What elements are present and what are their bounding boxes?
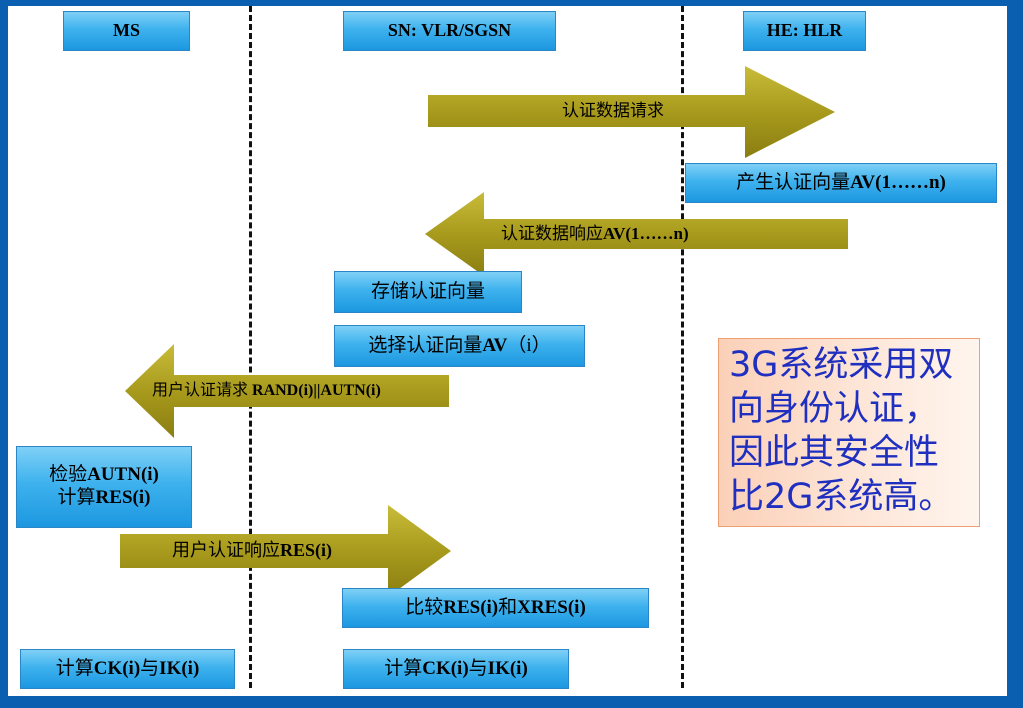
diagram-canvas: MS SN: VLR/SGSN HE: HLR 认证数据请求 认证数据响应AV(… [8,6,1007,696]
step-verify-autn-compute-res: 检验AUTN(i) 计算RES(i) [16,446,192,528]
step-ms-compute-ck-ik: 计算CK(i)与IK(i) [20,649,235,689]
lane-divider-sn-he [681,6,684,688]
step-sn-compute-ck-ik: 计算CK(i)与IK(i) [343,649,569,689]
arrow-shapes [120,66,848,597]
lane-divider-ms-sn [249,6,252,688]
step-compare-res-xres: 比较RES(i)和XRES(i) [342,588,649,628]
arrow-label-user-auth-response: 用户认证响应RES(i) [172,540,333,560]
column-header-ms: MS [63,11,190,51]
arrow-auth-data-request [428,66,835,158]
security-note: 3G系统采用双 向身份认证， 因此其安全性 比2G系统高。 [718,338,980,527]
compute-res-line: 计算RES(i) [57,487,151,508]
arrow-label-user-auth-request: 用户认证请求 RAND(i)||AUTN(i) [152,382,381,399]
step-store-av: 存储认证向量 [334,271,522,313]
note-line-3: 因此其安全性 [729,433,940,473]
step-select-av: 选择认证向量AV（i） [334,325,585,367]
column-header-he: HE: HLR [743,11,866,51]
verify-autn-line: 检验AUTN(i) [49,464,159,486]
step-generate-av: 产生认证向量AV(1……n) [685,163,997,203]
arrow-user-auth-request [125,344,449,438]
note-line-2: 向身份认证， [729,389,940,429]
arrow-label-auth-data-request: 认证数据请求 [562,101,664,120]
column-header-sn: SN: VLR/SGSN [343,11,556,51]
arrow-label-auth-data-response: 认证数据响应AV(1……n) [501,224,689,243]
note-line-4: 比2G系统高。 [729,477,954,517]
note-line-1: 3G系统采用双 [729,345,954,385]
arrow-auth-data-response [425,192,848,276]
arrow-user-auth-response [120,505,451,597]
